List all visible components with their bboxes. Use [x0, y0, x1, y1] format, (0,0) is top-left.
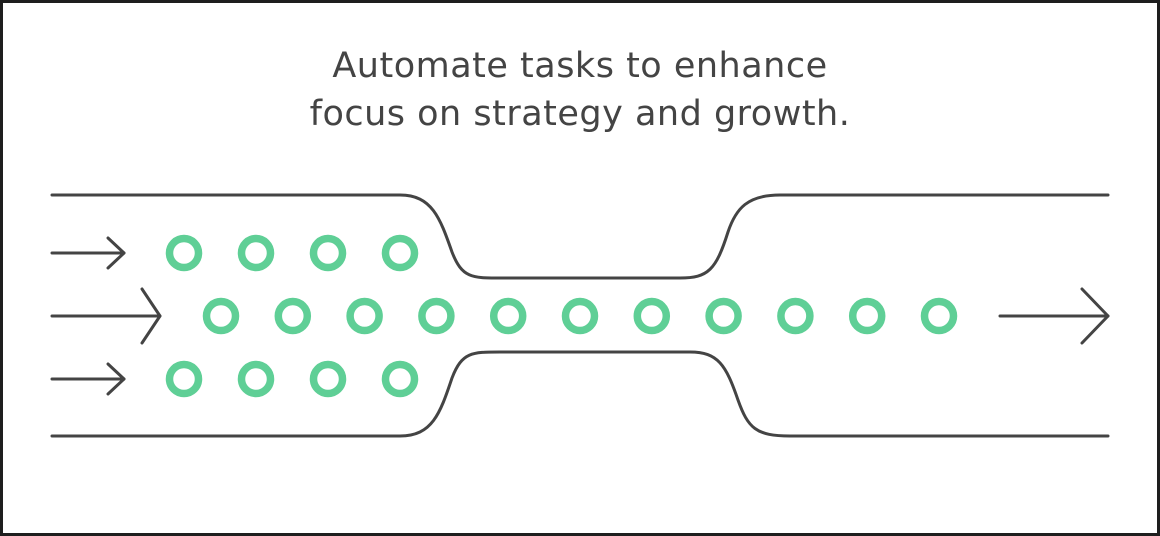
middle-row-dot — [920, 297, 958, 335]
middle-row-dot — [202, 297, 240, 335]
bottom-row-dot — [237, 360, 275, 398]
top-row-dot — [165, 234, 203, 272]
bottom-row-dot — [381, 360, 419, 398]
input-arrows — [50, 236, 162, 396]
middle-row-dot — [777, 297, 814, 335]
pipe-top-wall — [50, 193, 1110, 280]
top-row-dot — [309, 234, 347, 272]
middle-row-dot — [418, 297, 455, 335]
input-arrow-bottom — [50, 362, 126, 396]
middle-row-dot — [705, 297, 742, 335]
bottom-row-dot — [165, 360, 203, 398]
middle-row-dot — [346, 297, 383, 335]
middle-row-dot — [489, 297, 527, 335]
output-arrow — [998, 287, 1110, 345]
bottom-row-dot — [309, 360, 347, 398]
middle-row-dot — [561, 297, 599, 335]
top-row-dot — [237, 234, 275, 272]
middle-row-dot — [848, 297, 886, 335]
pipe-bottom-wall — [50, 350, 1110, 438]
input-arrow-middle — [50, 287, 162, 345]
headline-line-2: focus on strategy and growth. — [309, 94, 851, 134]
headline: Automate tasks to enhance focus on strat… — [0, 42, 1160, 138]
middle-row-dot — [633, 297, 671, 335]
headline-line-1: Automate tasks to enhance — [332, 46, 828, 86]
middle-row-dot — [274, 297, 312, 335]
input-arrow-top — [50, 236, 126, 270]
dots-layer — [165, 234, 958, 398]
top-row-dot — [381, 234, 419, 272]
